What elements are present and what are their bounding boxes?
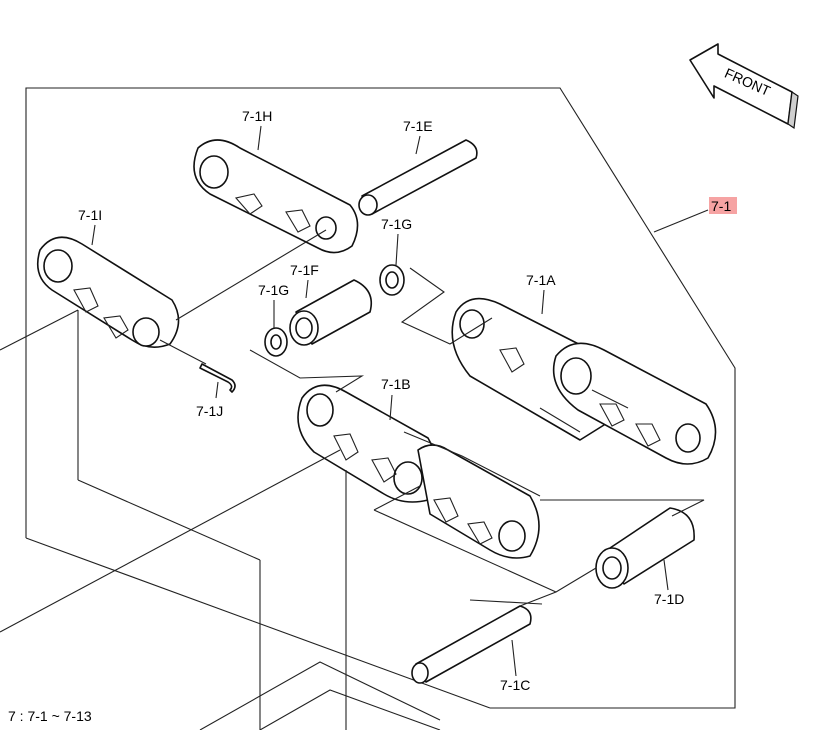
front-arrow-icon: FRONT: [689, 43, 799, 130]
leader-lines: [0, 229, 705, 730]
label-7-1b: 7-1B: [381, 376, 411, 392]
label-7-1e: 7-1E: [403, 118, 433, 134]
label-7-1g-upper: 7-1G: [381, 216, 412, 232]
label-7-1j: 7-1J: [196, 403, 223, 419]
link-7-1i: [36, 236, 180, 348]
bushing-7-1d: [595, 507, 695, 589]
bushing-7-1f: [289, 279, 373, 346]
label-7-1c: 7-1C: [500, 677, 530, 693]
link-7-1b: [297, 384, 438, 503]
seal-7-1g-left: [264, 327, 288, 357]
label-7-1d: 7-1D: [654, 591, 684, 607]
link-7-1b-pair: [417, 444, 540, 559]
pin-7-1e: [358, 139, 478, 216]
track-shoe-outline: [199, 661, 441, 731]
pin-7-1c: [411, 605, 532, 684]
footnote: 7 : 7-1 ~ 7-13: [8, 708, 92, 724]
label-7-1a: 7-1A: [526, 272, 556, 288]
assembly-label-highlight: [709, 197, 737, 214]
assembly-boundary: [25, 87, 736, 709]
link-7-1a-pair: [552, 342, 717, 465]
label-7-1i: 7-1I: [78, 207, 102, 223]
label-7-1g-left: 7-1G: [258, 282, 289, 298]
link-7-1h: [193, 139, 359, 254]
spring-pin-7-1j: [199, 363, 236, 393]
label-7-1h: 7-1H: [242, 108, 272, 124]
label-7-1f: 7-1F: [290, 262, 319, 278]
label-ticks: [91, 125, 709, 677]
assembly-boundary-bottom: [25, 537, 491, 709]
seal-7-1g-upper: [379, 264, 405, 296]
assembly-label[interactable]: 7-1: [711, 198, 731, 214]
